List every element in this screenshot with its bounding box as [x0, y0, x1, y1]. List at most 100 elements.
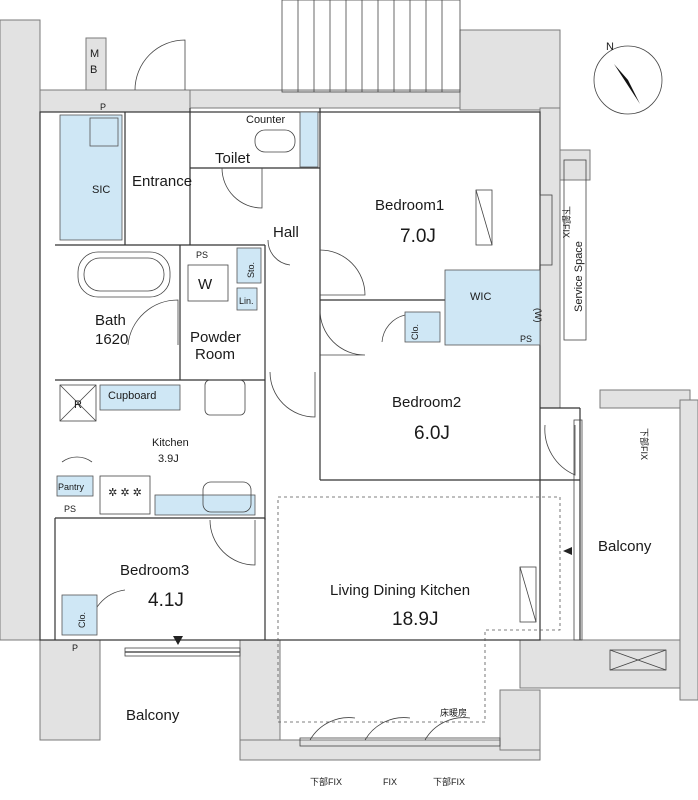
fix-bottom-3: 下部FIX	[433, 776, 465, 787]
entrance-door	[134, 39, 186, 91]
top-corner-block	[459, 29, 561, 111]
linen-shelf	[236, 287, 258, 311]
ldk-window-right	[573, 419, 583, 641]
bath-size: 1620	[95, 331, 128, 348]
balcony-bottom-label: Balcony	[126, 707, 180, 724]
service-space-label: Service Space	[573, 241, 585, 312]
bathtub-inner	[83, 257, 165, 292]
fix-right: 下部FIX	[639, 428, 650, 460]
bottom-window-1	[309, 717, 356, 741]
ps-label-3: PS	[520, 334, 532, 344]
bottom-right-wall	[499, 689, 541, 751]
partitions	[39, 108, 581, 653]
ps-label-1: P	[100, 102, 106, 112]
ldk-size: 18.9J	[392, 609, 438, 630]
bedroom2-door	[319, 309, 366, 356]
bedroom1-door	[319, 249, 366, 296]
sto-door	[267, 239, 291, 266]
floor-heating-outline	[277, 496, 561, 723]
bedroom3-arrow	[173, 636, 183, 645]
toilet-label: Toilet	[215, 150, 251, 167]
mb-label-m: M	[90, 48, 99, 60]
bedroom2-closet	[404, 311, 441, 343]
kitchen-name: Kitchen	[152, 437, 189, 449]
sto-shelf	[236, 247, 262, 284]
pantry-door	[61, 456, 93, 463]
balcony-right-top	[599, 389, 691, 409]
bedroom3-size: 4.1J	[148, 590, 184, 611]
balcony-hatch	[609, 649, 667, 671]
window-arrow	[563, 547, 572, 555]
bedroom3-closet	[61, 594, 98, 636]
refrigerator-label: R	[74, 399, 82, 411]
bedroom1-size: 7.0J	[400, 226, 436, 247]
washer-box	[187, 264, 229, 302]
stove	[99, 475, 151, 515]
cupboard	[99, 384, 181, 411]
linen-label: Lin.	[239, 296, 254, 306]
fix-bottom-2: FIX	[383, 777, 397, 787]
entrance-label: Entrance	[132, 173, 192, 190]
bathtub	[77, 251, 171, 298]
balcony-right-edge	[679, 399, 698, 701]
ps-label-5: P	[72, 643, 78, 653]
wic-label: WIC	[470, 291, 491, 303]
left-lower-wall	[39, 639, 101, 741]
sto-label: Sto.	[246, 262, 256, 278]
wic-w-label: (W)	[533, 308, 543, 323]
bottom-wall	[239, 739, 541, 761]
bedroom1-window	[539, 194, 553, 266]
balcony-right-bottom	[519, 639, 681, 689]
bedroom3-name: Bedroom3	[120, 562, 189, 579]
washbasin	[204, 379, 246, 416]
toilet-counter-shelf	[299, 111, 319, 168]
stairs	[281, 0, 461, 93]
bath-name: Bath	[95, 312, 126, 329]
compass-ring	[593, 45, 663, 115]
service-wall	[559, 149, 591, 181]
toilet-door	[221, 167, 263, 209]
ldk-ac	[519, 566, 537, 623]
stove-burners: ✲ ✲ ✲	[108, 487, 142, 499]
service-space-box	[563, 159, 587, 341]
balcony-door	[544, 424, 576, 476]
bedroom2-size: 6.0J	[414, 423, 450, 444]
bedroom2-name: Bedroom2	[392, 394, 461, 411]
compass-label: N	[606, 41, 614, 53]
labels: M B P Counter Toilet Entrance SIC Hall B…	[58, 48, 652, 787]
bedroom1-name: Bedroom1	[375, 197, 444, 214]
bottom-window-3	[424, 717, 471, 741]
hall-label: Hall	[273, 224, 299, 241]
mb-label-b: B	[90, 64, 97, 76]
bath-door	[127, 299, 179, 346]
counter-label: Counter	[246, 114, 285, 126]
top-wall-left	[39, 89, 191, 113]
sic-shelf	[89, 117, 119, 147]
floor-heating-label: 床暖房	[440, 707, 467, 718]
ldk-window-bottom	[299, 737, 501, 747]
compass: N	[593, 41, 663, 115]
closet3-label: Clo.	[77, 612, 87, 628]
kitchen-sink	[202, 481, 252, 513]
ldk-name: Living Dining Kitchen	[330, 582, 470, 599]
bottom-window-2	[364, 717, 411, 741]
appliances: ✲ ✲ ✲	[59, 129, 667, 671]
pantry	[56, 475, 94, 497]
bedroom3-window	[124, 647, 241, 657]
left-outer-wall	[0, 19, 41, 641]
ps-label-4: PS	[64, 504, 76, 514]
closet-label: Clo.	[410, 324, 420, 340]
doors	[61, 39, 576, 741]
pantry-label: Pantry	[58, 482, 85, 492]
bedroom3-door	[209, 519, 256, 566]
cupboard-label: Cupboard	[108, 390, 156, 402]
windows	[124, 194, 583, 747]
kitchen-size: 3.9J	[158, 453, 179, 465]
kitchen-counter	[154, 494, 256, 516]
toilet-bowl	[254, 129, 296, 153]
powder-room-line2: Room	[195, 346, 235, 363]
powder-door	[269, 371, 316, 418]
fix-bedroom1: 下部FIX	[561, 206, 572, 238]
fixtures	[56, 111, 541, 636]
